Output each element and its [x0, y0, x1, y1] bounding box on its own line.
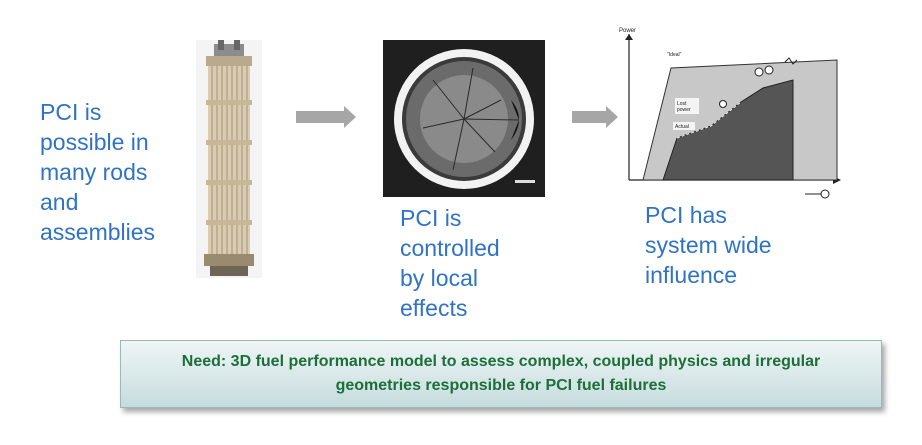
arrow-right-icon — [296, 106, 356, 128]
graph-actual-label: Actual — [675, 124, 689, 130]
local-effects-text: PCI is controlled by local effects — [400, 205, 500, 321]
graph-ideal-label: "Ideal" — [667, 52, 682, 58]
graph-y-label: Power — [619, 28, 636, 34]
system-influence-text: PCI has system wide influence — [645, 202, 772, 288]
fuel-assembly-image — [196, 40, 262, 278]
rods-assemblies-text: PCI is possible in many rods and assembl… — [40, 99, 156, 245]
arrow-right-icon — [572, 106, 618, 128]
need-callout-box: Need: 3D fuel performance model to asses… — [120, 340, 882, 408]
fuel-pellet-micrograph — [383, 40, 545, 197]
need-callout-text: Need: 3D fuel performance model to asses… — [181, 353, 821, 394]
